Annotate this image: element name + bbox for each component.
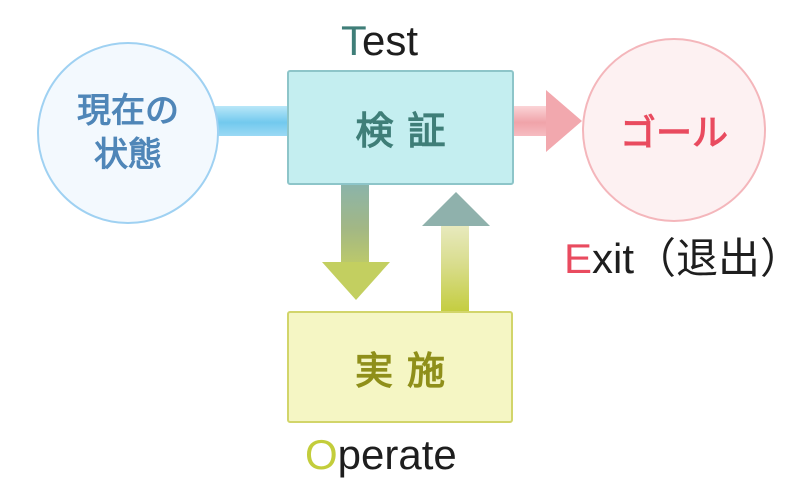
arrow-test-to-goal [512,106,548,136]
arrow-operate-to-test [441,224,469,312]
operate-caption-initial: O [305,431,338,478]
test-caption: Test [341,18,418,64]
node-current-state: 現在の 状態 [37,42,219,224]
node-test: 検証 [287,70,514,185]
arrow-operate-to-test-head [422,192,490,226]
operate-caption-rest: perate [337,431,457,478]
exit-caption-rest: xit（退出） [592,235,800,282]
arrow-current-to-test [214,106,290,136]
test-caption-rest: est [362,17,419,64]
node-goal: ゴール [582,38,766,222]
test-label: 検証 [355,109,460,153]
node-operate: 実施 [287,311,513,423]
exit-caption: Exit（退出） [564,236,800,282]
arrow-test-to-operate [341,184,369,264]
exit-caption-initial: E [564,235,593,282]
goal-label: ゴール [619,113,728,154]
operate-label: 実施 [354,348,459,393]
current-state-label: 現在の 状態 [77,91,179,175]
test-caption-initial: T [341,17,362,64]
operate-caption: Operate [305,432,457,478]
arrow-test-to-operate-head [322,262,390,300]
arrow-test-to-goal-head [546,90,582,152]
